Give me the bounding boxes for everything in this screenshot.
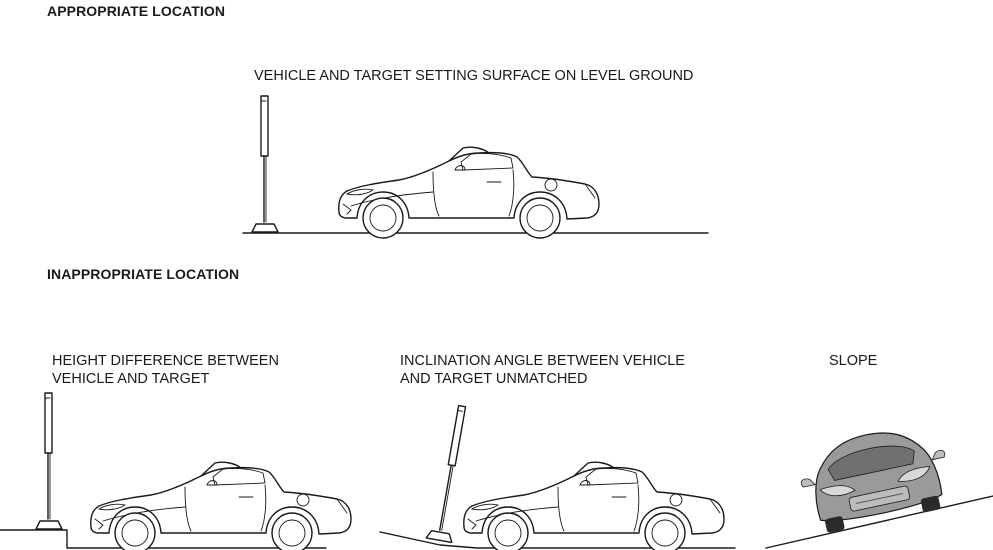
caption-line: INCLINATION ANGLE BETWEEN VEHICLE [400, 353, 685, 369]
roadster-front-view-icon [800, 432, 946, 533]
stepped-ground-line [0, 529, 327, 549]
inappropriate-location-heading: INAPPROPRIATE LOCATION [47, 266, 240, 282]
appropriate-location-caption: VEHICLE AND TARGET SETTING SURFACE ON LE… [254, 68, 694, 84]
inclination-angle-caption: INCLINATION ANGLE BETWEEN VEHICLE AND TA… [400, 352, 685, 388]
inclined-ground-line [379, 531, 736, 549]
target-board-icon [35, 392, 63, 530]
roadster-side-view-icon [90, 461, 352, 550]
caption-line: SLOPE [829, 353, 878, 369]
caption-line: AND TARGET UNMATCHED [400, 371, 588, 387]
caption-line: HEIGHT DIFFERENCE BETWEEN [52, 353, 279, 369]
target-board-icon [251, 95, 279, 233]
slope-ground-line [765, 495, 993, 549]
roadster-side-view-icon [338, 146, 600, 239]
appropriate-location-heading: APPROPRIATE LOCATION [47, 3, 226, 19]
caption-line: VEHICLE AND TARGET [52, 371, 210, 387]
roadster-side-view-icon [463, 461, 725, 550]
slope-caption: SLOPE [829, 352, 877, 370]
height-difference-caption: HEIGHT DIFFERENCE BETWEEN VEHICLE AND TA… [52, 352, 279, 388]
